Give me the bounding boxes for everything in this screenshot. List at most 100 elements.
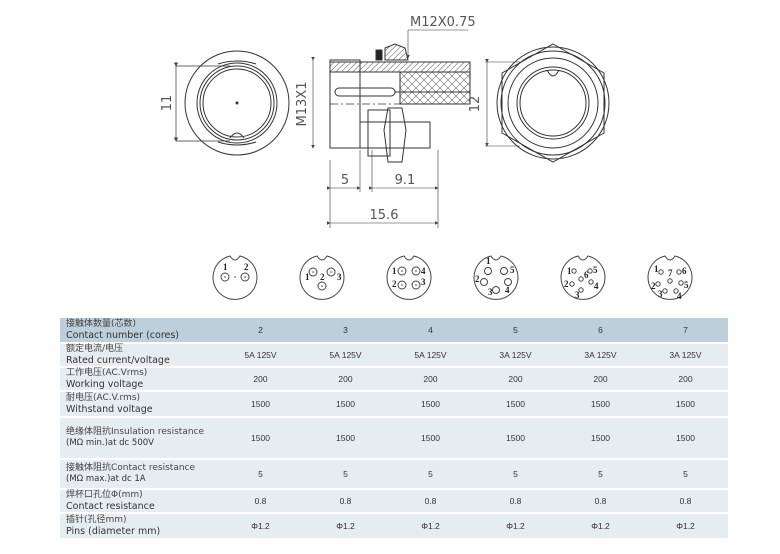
cell-value: 5	[218, 460, 303, 488]
cell-value: 3A 125V	[643, 344, 728, 366]
row-label-zh: 额定电流/电压	[66, 344, 124, 354]
cell-value: 5	[388, 460, 473, 488]
pin-label: 3	[658, 289, 663, 299]
pin-layout-4: 1 2 3 4	[386, 255, 432, 300]
cell-value: 0.8	[643, 490, 728, 512]
row-label-zh: 接触体阻抗Contact resistance	[66, 463, 196, 473]
cell-value: 1500	[473, 392, 558, 416]
pin-label: 2	[244, 262, 249, 272]
pin-layout-2: 1 2	[212, 255, 258, 300]
row-label-zh: 耐电压(AC.V.rms)	[66, 393, 141, 403]
cell-value: 2	[218, 318, 303, 342]
cell-value: 5A 125V	[303, 344, 388, 366]
pin-label: 2	[651, 281, 656, 291]
cell-value: 1500	[473, 418, 558, 458]
pin-label: 1	[486, 256, 491, 266]
cell-value: 1500	[218, 418, 303, 458]
cell-value: 0.8	[388, 490, 473, 512]
cell-value: 1500	[218, 392, 303, 416]
row-label-en: Pins (diameter mm)	[66, 526, 161, 537]
pin-label: 3	[575, 290, 580, 300]
cell-value: 5A 125V	[388, 344, 473, 366]
rear-view	[485, 43, 610, 163]
row-label-zh: 焊杯口孔位Φ(mm)	[66, 490, 143, 500]
cell-value: 4	[388, 318, 473, 342]
cell-value: 1500	[388, 418, 473, 458]
row-label: 工作电压(AC.Vrms)Working voltage	[60, 368, 218, 390]
cell-value: 6	[558, 318, 643, 342]
pin-label: 3	[337, 272, 342, 282]
cell-value: Φ1.2	[473, 514, 558, 538]
pin-layout-6: 1 2 3 4 5 6	[560, 255, 606, 300]
cell-value: 200	[303, 368, 388, 390]
pin-label: 6	[584, 270, 589, 280]
pin-label: 3	[421, 277, 426, 287]
row-label-zh: 插针(孔径mm)	[66, 515, 127, 525]
pin-label: 1	[305, 272, 310, 282]
row-label-en: Withstand voltage	[66, 404, 153, 415]
technical-drawing: 11 M12X0.75 M13X1 5 9.1 15.6	[160, 15, 610, 228]
cell-value: 200	[218, 368, 303, 390]
row-label: 耐电压(AC.V.rms)Withstand voltage	[60, 392, 218, 416]
cell-value: 5	[643, 460, 728, 488]
row-label: 插针(孔径mm)Pins (diameter mm)	[60, 514, 218, 538]
pin-label: 4	[677, 291, 682, 301]
pin-layout-row: 1 2 1 2 3 1 2 3 4 1 2 3 4 5	[190, 252, 730, 312]
pin-label: 5	[593, 265, 598, 275]
cell-value: 3	[303, 318, 388, 342]
row-label: 焊杯口孔位Φ(mm)Contact resistance	[60, 490, 218, 512]
pin-label: 5	[684, 280, 689, 290]
table-row: 绝缘体阻抗Insulation resistance(MΩ min.)at dc…	[60, 418, 728, 458]
pin-label: 1	[567, 266, 572, 276]
pin-layout-5: 1 2 3 4 5	[473, 255, 519, 300]
side-view	[311, 29, 471, 228]
cell-value: Φ1.2	[218, 514, 303, 538]
pin-label: 2	[475, 274, 480, 284]
pin-label: 2	[564, 279, 569, 289]
dim-total-length: 15.6	[370, 208, 399, 223]
cell-value: Φ1.2	[558, 514, 643, 538]
dim-thread-major: M13X1	[295, 82, 310, 127]
row-label: 绝缘体阻抗Insulation resistance(MΩ min.)at dc…	[60, 418, 218, 458]
front-view	[173, 50, 290, 156]
dim-front-length: 5	[341, 173, 349, 188]
cell-value: 0.8	[218, 490, 303, 512]
row-label-zh: 接触体数量(芯数)	[66, 319, 137, 329]
cell-value: 0.8	[473, 490, 558, 512]
cell-value: 1500	[643, 392, 728, 416]
pin-layout-3: 1 2 3	[299, 255, 345, 300]
pin-label: 3	[488, 287, 493, 297]
cell-value: 3A 125V	[558, 344, 643, 366]
pin-label: 1	[223, 262, 228, 272]
cell-value: 0.8	[558, 490, 643, 512]
pin-label: 6	[682, 266, 687, 276]
pin-label: 4	[505, 285, 510, 295]
row-label-en: (MΩ min.)at dc 500V	[66, 438, 154, 448]
cell-value: 5	[473, 318, 558, 342]
cell-value: 200	[473, 368, 558, 390]
pin-layout-7: 1 2 3 4 5 6 7	[647, 255, 693, 301]
cell-value: 200	[388, 368, 473, 390]
row-label-zh: 工作电压(AC.Vrms)	[66, 368, 148, 378]
cell-value: 1500	[303, 392, 388, 416]
cell-value: 200	[643, 368, 728, 390]
pin-label: 7	[668, 268, 673, 278]
pin-label: 1	[392, 266, 397, 276]
cell-value: 1500	[643, 418, 728, 458]
cell-value: 1500	[558, 418, 643, 458]
dim-front-diameter: 11	[160, 95, 175, 112]
row-label: 接触体阻抗Contact resistance(MΩ max.)at dc 1A	[60, 460, 218, 488]
pin-label: 2	[320, 272, 325, 282]
row-label-en: Contact number (cores)	[66, 330, 180, 341]
pin-label: 4	[594, 281, 599, 291]
dim-thread-rear: M12X0.75	[410, 15, 476, 30]
pin-label: 4	[421, 266, 426, 276]
cell-value: 5	[303, 460, 388, 488]
pin-label: 2	[392, 279, 397, 289]
cell-value: 1500	[388, 392, 473, 416]
pin-label: 5	[510, 265, 515, 275]
